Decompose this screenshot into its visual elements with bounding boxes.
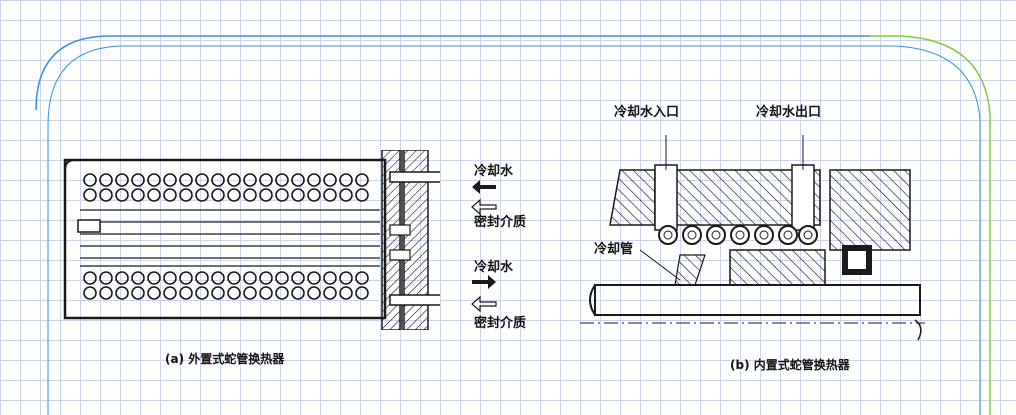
label-cooling-pipe: 冷却管 xyxy=(594,242,634,257)
internal-coil-heat-exchanger-drawing xyxy=(580,135,925,341)
label-cooling-water-outlet: 冷却水出口 xyxy=(756,105,822,120)
caption-figure-b: (b) 内置式蛇管换热器 xyxy=(730,358,850,372)
label-cooling-water-bottom: 冷却水 xyxy=(474,260,514,275)
label-cooling-water-top: 冷却水 xyxy=(474,164,514,179)
flow-arrows-a xyxy=(471,180,497,313)
caption-figure-a: (a) 外置式蛇管换热器 xyxy=(165,352,285,366)
label-seal-medium-top: 密封介质 xyxy=(474,215,527,230)
external-coil-heat-exchanger-drawing xyxy=(63,150,440,330)
label-cooling-water-inlet: 冷却水入口 xyxy=(614,105,680,120)
label-seal-medium-bottom: 密封介质 xyxy=(474,316,527,331)
